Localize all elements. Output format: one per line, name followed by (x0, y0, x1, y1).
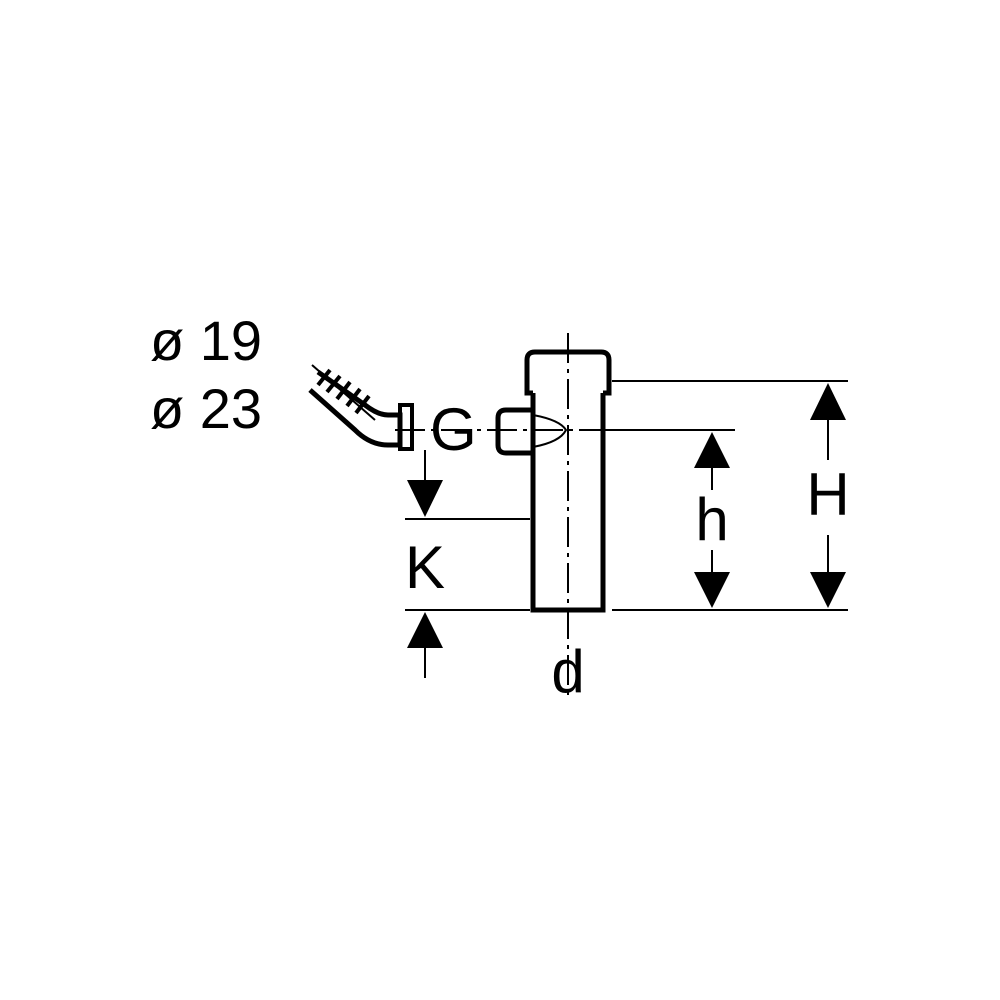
branch-nozzle (495, 407, 568, 456)
dimension-lines (405, 380, 848, 678)
diameter-19-label: ø 19 (150, 309, 262, 372)
dimension-arrows (407, 383, 846, 648)
diameter-23-label: ø 23 (150, 377, 262, 440)
k-dimension-label: K (405, 534, 445, 601)
center-lines (395, 333, 608, 700)
pipe-diameter-label: d (551, 638, 584, 705)
hose-connector (308, 364, 414, 451)
height-total-label: H (806, 461, 849, 528)
thread-label: G (430, 396, 477, 463)
height-branch-label: h (695, 486, 728, 553)
